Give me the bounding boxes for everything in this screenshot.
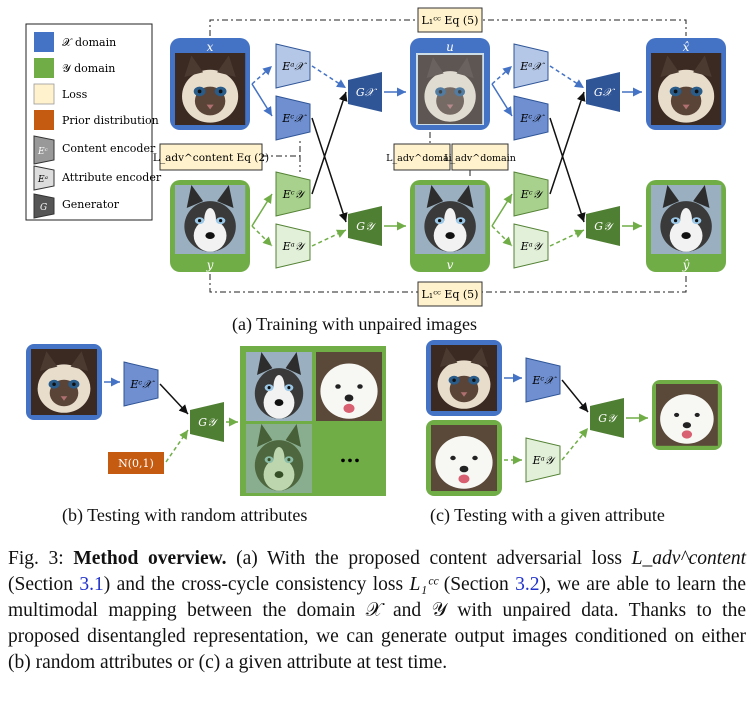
loss-content: L_adv^content Eq (2) [153, 143, 269, 171]
generator-gy-left: G𝒴 [348, 206, 382, 246]
svg-text:Eᶜ𝒳: Eᶜ𝒳 [281, 112, 307, 125]
encoder-cy-right: Eᶜ𝒴 [513, 171, 549, 217]
encoder-ay-right: Eᵃ𝒴 [513, 223, 549, 269]
svg-text:y: y [206, 258, 214, 272]
legend: Eᶜ Eᵃ G 𝒳 domain 𝒴 domain Loss Prior dis… [25, 23, 162, 221]
svg-text:Eᶜ𝒴: Eᶜ𝒴 [520, 188, 545, 201]
legend-attribute-encoder: Attribute encoder [61, 171, 162, 184]
method-overview-figure: Eᶜ Eᵃ G 𝒳 domain 𝒴 domain Loss Prior dis… [25, 7, 726, 496]
encoder-cx-left: Eᶜ𝒳 [275, 95, 311, 141]
svg-text:L_adv^domain: L_adv^domain [386, 153, 458, 164]
svg-text:G: G [40, 203, 47, 213]
encoder-cy-left: Eᶜ𝒴 [275, 171, 311, 217]
generator-gx-left: G𝒳 [348, 72, 382, 112]
svg-text:Eᵃ: Eᵃ [37, 175, 48, 185]
svg-text:Eᵃ𝒳: Eᵃ𝒳 [519, 60, 545, 73]
svg-text:Eᶜ𝒳: Eᶜ𝒳 [129, 378, 155, 391]
generator-gx-right: G𝒳 [586, 72, 620, 112]
ref-link-2[interactable]: 3.2 [515, 574, 540, 595]
legend-content-encoder: Content encoder [62, 142, 156, 155]
legend-loss: Loss [62, 88, 88, 101]
image-y-hat: ŷ [646, 180, 726, 272]
svg-text:L_adv^content Eq (2): L_adv^content Eq (2) [153, 152, 269, 164]
caption-title: Method overview. [73, 548, 227, 569]
svg-text:G𝒳: G𝒳 [356, 86, 378, 99]
loss-cc-top: L₁ᶜᶜ Eq (5) [417, 7, 483, 33]
svg-text:x̂: x̂ [683, 40, 690, 54]
svg-text:G𝒴: G𝒴 [198, 416, 219, 429]
encoder-cx-right: Eᶜ𝒳 [513, 95, 549, 141]
loss-content-symbol: L_adv^content [631, 548, 747, 569]
svg-text:L_adv^domain: L_adv^domain [444, 153, 516, 164]
image-x-hat: x̂ [646, 38, 726, 130]
svg-text:G𝒴: G𝒴 [598, 412, 619, 425]
svg-text:N(0,1): N(0,1) [118, 457, 154, 470]
svg-text:Eᶜ: Eᶜ [37, 147, 48, 157]
svg-text:Eᶜ𝒳: Eᶜ𝒳 [519, 112, 545, 125]
image-x: x [170, 38, 250, 130]
svg-text:L₁ᶜᶜ Eq (5): L₁ᶜᶜ Eq (5) [422, 14, 479, 27]
svg-text:x: x [207, 40, 214, 54]
figure-caption: Fig. 3: Method overview. (a) With the pr… [8, 548, 747, 673]
encoder-ax-left: Eᵃ𝒳 [275, 43, 311, 89]
svg-text:v: v [447, 258, 454, 272]
legend-prior: Prior distribution [62, 114, 159, 127]
svg-text:Eᶜ𝒳: Eᶜ𝒳 [531, 374, 557, 387]
generator-gy-right: G𝒴 [586, 206, 620, 246]
svg-text:Eᵃ𝒴: Eᵃ𝒴 [282, 240, 307, 253]
image-y: y [170, 180, 250, 272]
svg-text:G𝒴: G𝒴 [594, 220, 615, 233]
caption-panel-c: (c) Testing with a given attribute [430, 505, 665, 525]
fig-label: Fig. 3: [8, 548, 64, 569]
svg-text:Eᵃ𝒴: Eᵃ𝒴 [520, 240, 545, 253]
panel-c: Eᶜ𝒳 Eᵃ𝒴 G𝒴 [426, 340, 722, 496]
loss-cc-bottom: L₁ᶜᶜ Eq (5) [417, 281, 483, 307]
legend-y-domain: 𝒴 domain [62, 62, 115, 75]
svg-text:Eᶜ𝒴: Eᶜ𝒴 [282, 188, 307, 201]
image-v: v [410, 180, 490, 272]
loss-domain-y: L_adv^domain [444, 143, 516, 171]
svg-text:L₁ᶜᶜ Eq (5): L₁ᶜᶜ Eq (5) [422, 288, 479, 301]
prior-box [108, 452, 164, 474]
caption-panel-b: (b) Testing with random attributes [62, 505, 308, 525]
svg-text:G𝒴: G𝒴 [356, 220, 377, 233]
loss-cc-symbol: L₁ᶜᶜ [409, 574, 438, 595]
encoder-ax-right: Eᵃ𝒳 [513, 43, 549, 89]
legend-x-domain: 𝒳 domain [62, 36, 116, 49]
encoder-ay-left: Eᵃ𝒴 [275, 223, 311, 269]
image-u: u [410, 38, 490, 130]
svg-text:Eᵃ𝒴: Eᵃ𝒴 [532, 454, 557, 467]
svg-text:...: ... [340, 443, 361, 467]
svg-text:G𝒳: G𝒳 [594, 86, 616, 99]
loss-domain-x: L_adv^domain [386, 143, 458, 171]
svg-text:ŷ: ŷ [682, 258, 690, 272]
legend-generator: Generator [62, 198, 120, 211]
caption-panel-a: (a) Training with unpaired images [232, 314, 477, 334]
svg-text:Eᵃ𝒳: Eᵃ𝒳 [281, 60, 307, 73]
svg-text:u: u [446, 40, 454, 54]
ref-link-1[interactable]: 3.1 [79, 574, 104, 595]
panel-b: Eᶜ𝒳 G𝒴 N(0,1) ... [26, 344, 386, 496]
